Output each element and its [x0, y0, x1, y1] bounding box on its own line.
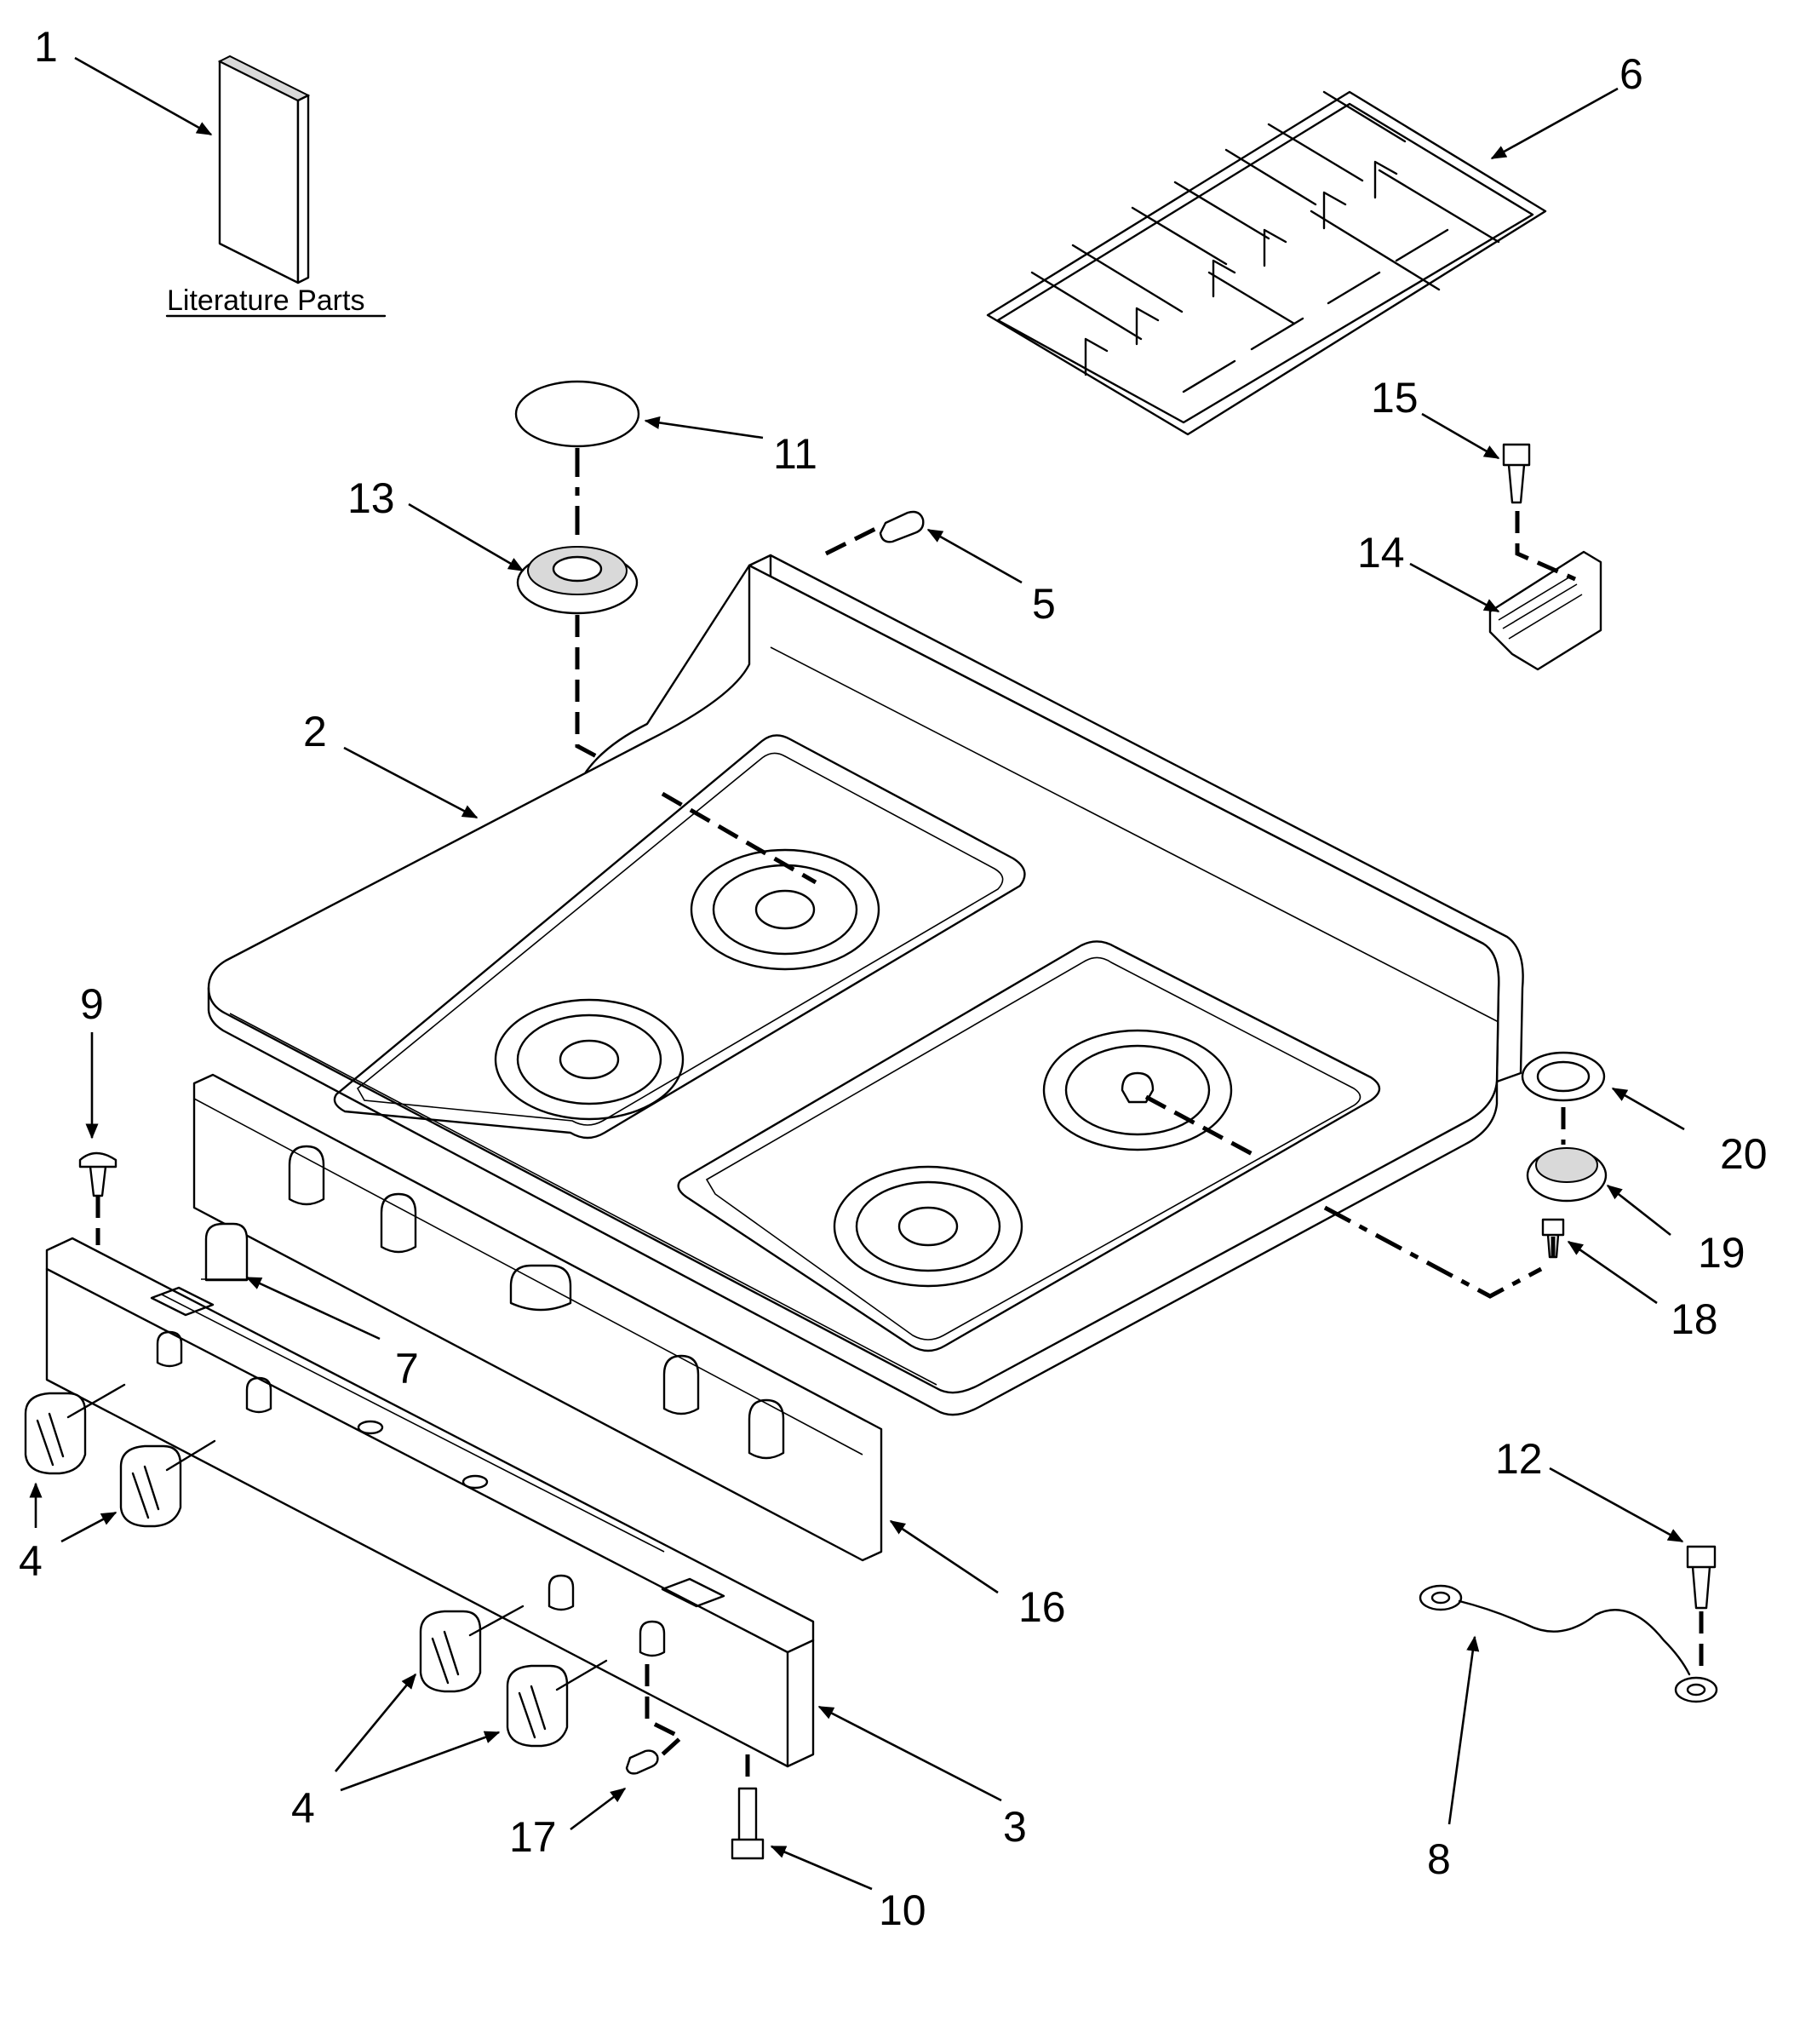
burner-grate: [986, 90, 1547, 436]
callout-13: 13: [347, 474, 395, 522]
ground-wire-8: [1419, 1584, 1718, 1703]
burner-knobs: [24, 1392, 569, 1748]
burner-cap-left: [514, 380, 640, 448]
burner-cap-right: [1521, 1051, 1606, 1102]
callout-1: 1: [34, 23, 58, 71]
callout-17: 17: [509, 1813, 557, 1861]
control-panel-back: [192, 1073, 883, 1562]
callout-9: 9: [80, 980, 104, 1028]
screw-5: [879, 510, 925, 543]
assembly-lines: [66, 448, 1704, 1783]
callout-12: 12: [1495, 1435, 1543, 1483]
callout-18: 18: [1671, 1295, 1718, 1343]
callout-3: 3: [1003, 1803, 1027, 1851]
screw-9: [78, 1151, 118, 1197]
callout-14: 14: [1357, 529, 1405, 577]
callout-11: 11: [773, 430, 817, 478]
leader-arrows: [29, 56, 1685, 1891]
callout-6: 6: [1619, 50, 1643, 98]
callout-16: 16: [1018, 1583, 1066, 1631]
screw-12: [1686, 1545, 1717, 1610]
burner-base-left: [516, 546, 639, 615]
control-panel-front: [45, 1237, 815, 1768]
screw-17: [625, 1749, 659, 1775]
cooktop-main-top: [207, 554, 1524, 1416]
callout-8: 8: [1427, 1835, 1451, 1883]
burner-base-right: [1526, 1147, 1608, 1203]
callout-5: 5: [1032, 580, 1056, 628]
screw-10: [731, 1787, 765, 1860]
literature-parts-booklet: [165, 55, 387, 318]
bracket-14: [1488, 550, 1602, 671]
callout-10: 10: [879, 1886, 926, 1934]
screw-15: [1502, 443, 1531, 504]
literature-parts-label: Literature Parts: [167, 284, 364, 317]
callout-labels: 1 2 3 4 4 5 6 7 8 9 10 11 12 13 14 15 16…: [19, 23, 1768, 1934]
callout-20: 20: [1720, 1130, 1768, 1178]
callout-4-left: 4: [19, 1537, 43, 1585]
callout-4-bottom: 4: [291, 1784, 315, 1832]
callout-7: 7: [395, 1345, 419, 1392]
callout-2: 2: [303, 708, 327, 755]
callout-15: 15: [1371, 374, 1419, 422]
callout-19: 19: [1698, 1229, 1746, 1277]
